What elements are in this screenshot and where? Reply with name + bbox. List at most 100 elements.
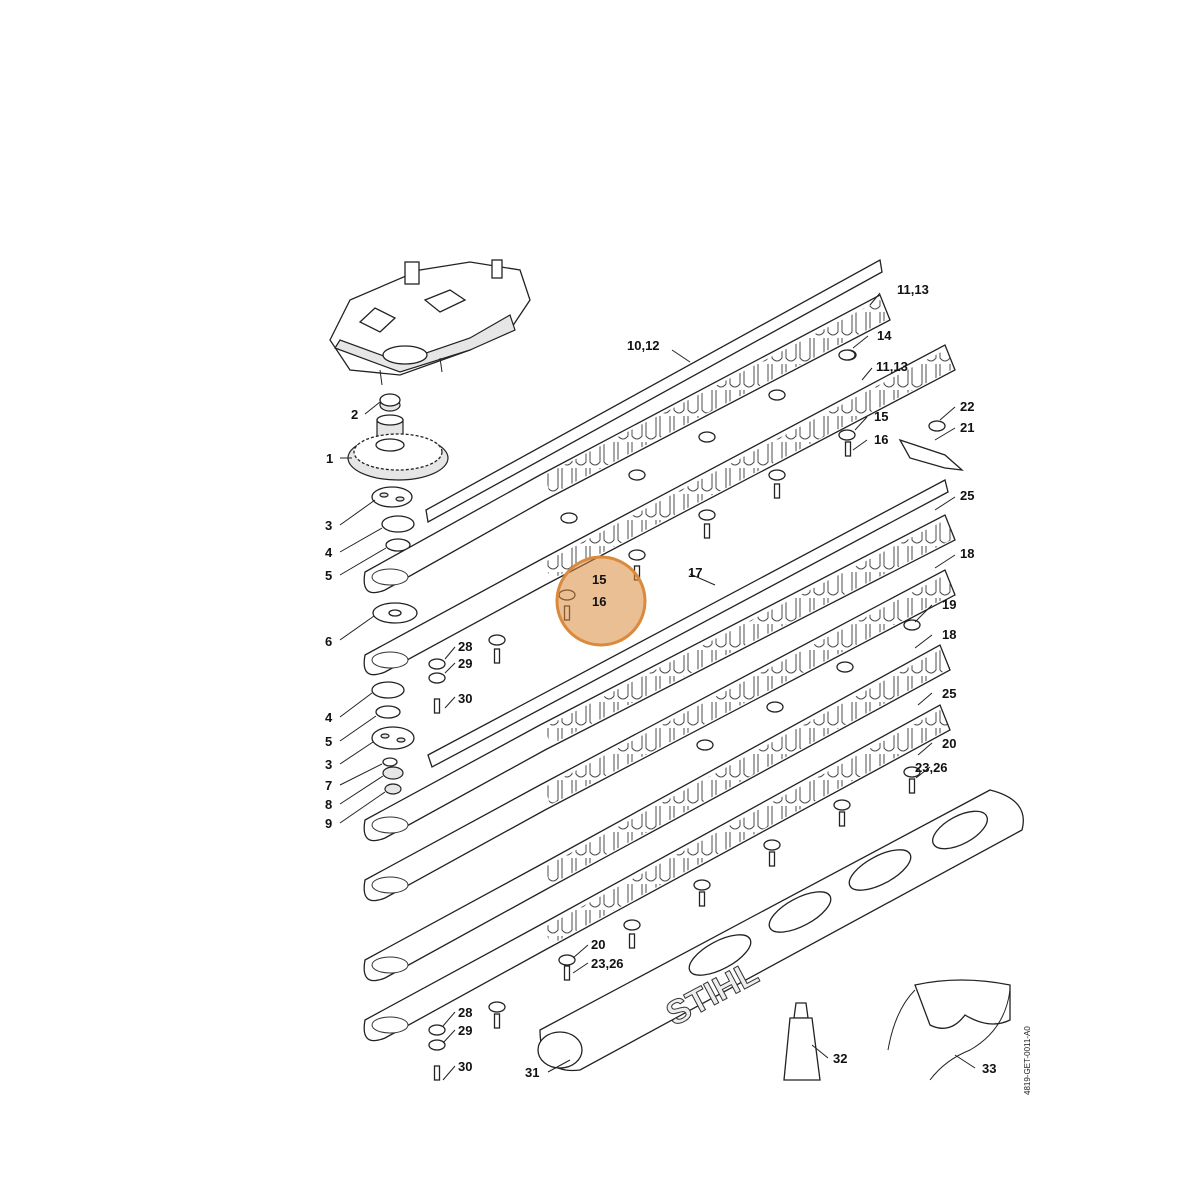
- callout-labels: 11,13 14 10,12 11,13 2 1 22 21 15 16 3 4…: [325, 282, 996, 1080]
- label-4-lower: 4: [325, 710, 333, 725]
- screw[interactable]: [768, 851, 776, 867]
- leader-lines: [339, 292, 976, 1081]
- screw[interactable]: [563, 965, 571, 981]
- screw[interactable]: [838, 811, 846, 827]
- label-10-12: 10,12: [627, 338, 660, 353]
- bracket-21[interactable]: [898, 438, 964, 471]
- washer[interactable]: [838, 429, 856, 441]
- label-16-center: 16: [592, 594, 606, 609]
- blade-11-13-bottom[interactable]: [363, 344, 956, 676]
- label-18-b: 18: [942, 627, 956, 642]
- washer[interactable]: [768, 469, 786, 481]
- gear-assembly[interactable]: [347, 393, 449, 481]
- label-20-a: 20: [942, 736, 956, 751]
- washer[interactable]: [763, 839, 781, 851]
- washer[interactable]: [558, 954, 576, 966]
- label-5-lower: 5: [325, 734, 332, 749]
- screw[interactable]: [844, 441, 852, 457]
- washer[interactable]: [428, 1039, 446, 1051]
- washer[interactable]: [428, 672, 446, 684]
- label-2: 2: [351, 407, 358, 422]
- drawing-code: 4819-GET-0011-A0: [1023, 1026, 1032, 1095]
- washer[interactable]: [488, 634, 506, 646]
- washer[interactable]: [838, 349, 856, 361]
- washer-stack-lower[interactable]: [371, 681, 415, 795]
- blade-25-b[interactable]: [363, 704, 951, 1042]
- washer[interactable]: [836, 661, 854, 673]
- blade-18-b[interactable]: [363, 644, 951, 982]
- washer[interactable]: [696, 739, 714, 751]
- label-30-lower: 30: [458, 1059, 472, 1074]
- screw[interactable]: [698, 891, 706, 907]
- blade-25-a[interactable]: [363, 514, 956, 842]
- washer[interactable]: [560, 512, 578, 524]
- screw[interactable]: [433, 698, 441, 714]
- label-15-center: 15: [592, 572, 606, 587]
- label-11-13-top: 11,13: [897, 282, 929, 297]
- label-33: 33: [982, 1061, 996, 1076]
- label-3-upper: 3: [325, 518, 332, 533]
- label-14: 14: [877, 328, 892, 343]
- highlight-circle: [555, 555, 647, 647]
- label-23-26-b: 23,26: [591, 956, 624, 971]
- label-8: 8: [325, 797, 332, 812]
- washer[interactable]: [766, 701, 784, 713]
- label-28-lower: 28: [458, 1005, 472, 1020]
- label-29-upper: 29: [458, 656, 472, 671]
- grease-tube[interactable]: [783, 1002, 821, 1081]
- washer[interactable]: [698, 431, 716, 443]
- screw[interactable]: [908, 778, 916, 794]
- screw[interactable]: [773, 483, 781, 499]
- blade-11-13-top[interactable]: [363, 294, 891, 594]
- washer[interactable]: [768, 389, 786, 401]
- washer[interactable]: [903, 619, 921, 631]
- washer[interactable]: [928, 420, 946, 432]
- screws-and-washers[interactable]: [428, 349, 946, 1081]
- label-31: 31: [525, 1065, 539, 1080]
- washer[interactable]: [693, 879, 711, 891]
- washer[interactable]: [698, 509, 716, 521]
- label-19: 19: [942, 597, 956, 612]
- label-4-upper: 4: [325, 545, 333, 560]
- washer[interactable]: [623, 919, 641, 931]
- washer[interactable]: [428, 658, 446, 670]
- screw[interactable]: [628, 933, 636, 949]
- label-18-a: 18: [960, 546, 974, 561]
- washer-stack-upper[interactable]: [371, 486, 418, 624]
- label-32: 32: [833, 1051, 847, 1066]
- washer[interactable]: [488, 1001, 506, 1013]
- label-16-right: 16: [874, 432, 888, 447]
- blade-18-a[interactable]: [363, 569, 956, 902]
- washer[interactable]: [628, 469, 646, 481]
- label-30-upper: 30: [458, 691, 472, 706]
- screw[interactable]: [433, 1065, 441, 1081]
- label-29-lower: 29: [458, 1023, 472, 1038]
- washer[interactable]: [903, 766, 921, 778]
- label-1: 1: [326, 451, 333, 466]
- label-15-right: 15: [874, 409, 888, 424]
- label-6: 6: [325, 634, 332, 649]
- label-22: 22: [960, 399, 974, 414]
- label-20-b: 20: [591, 937, 605, 952]
- safety-glasses[interactable]: [887, 979, 1011, 1081]
- screw[interactable]: [493, 1013, 501, 1029]
- washer[interactable]: [628, 549, 646, 561]
- label-25-a: 25: [960, 488, 974, 503]
- label-23-26-a: 23,26: [915, 760, 948, 775]
- label-17: 17: [688, 565, 702, 580]
- label-25-b: 25: [942, 686, 956, 701]
- label-3-lower: 3: [325, 757, 332, 772]
- blade-17[interactable]: [427, 479, 949, 768]
- gear-housing[interactable]: [329, 259, 531, 386]
- washer[interactable]: [833, 799, 851, 811]
- label-28-upper: 28: [458, 639, 472, 654]
- screw[interactable]: [493, 648, 501, 664]
- label-21: 21: [960, 420, 974, 435]
- blade-10-12[interactable]: [425, 258, 883, 524]
- label-9: 9: [325, 816, 332, 831]
- label-5-upper: 5: [325, 568, 332, 583]
- washer[interactable]: [428, 1024, 446, 1036]
- screw[interactable]: [703, 523, 711, 539]
